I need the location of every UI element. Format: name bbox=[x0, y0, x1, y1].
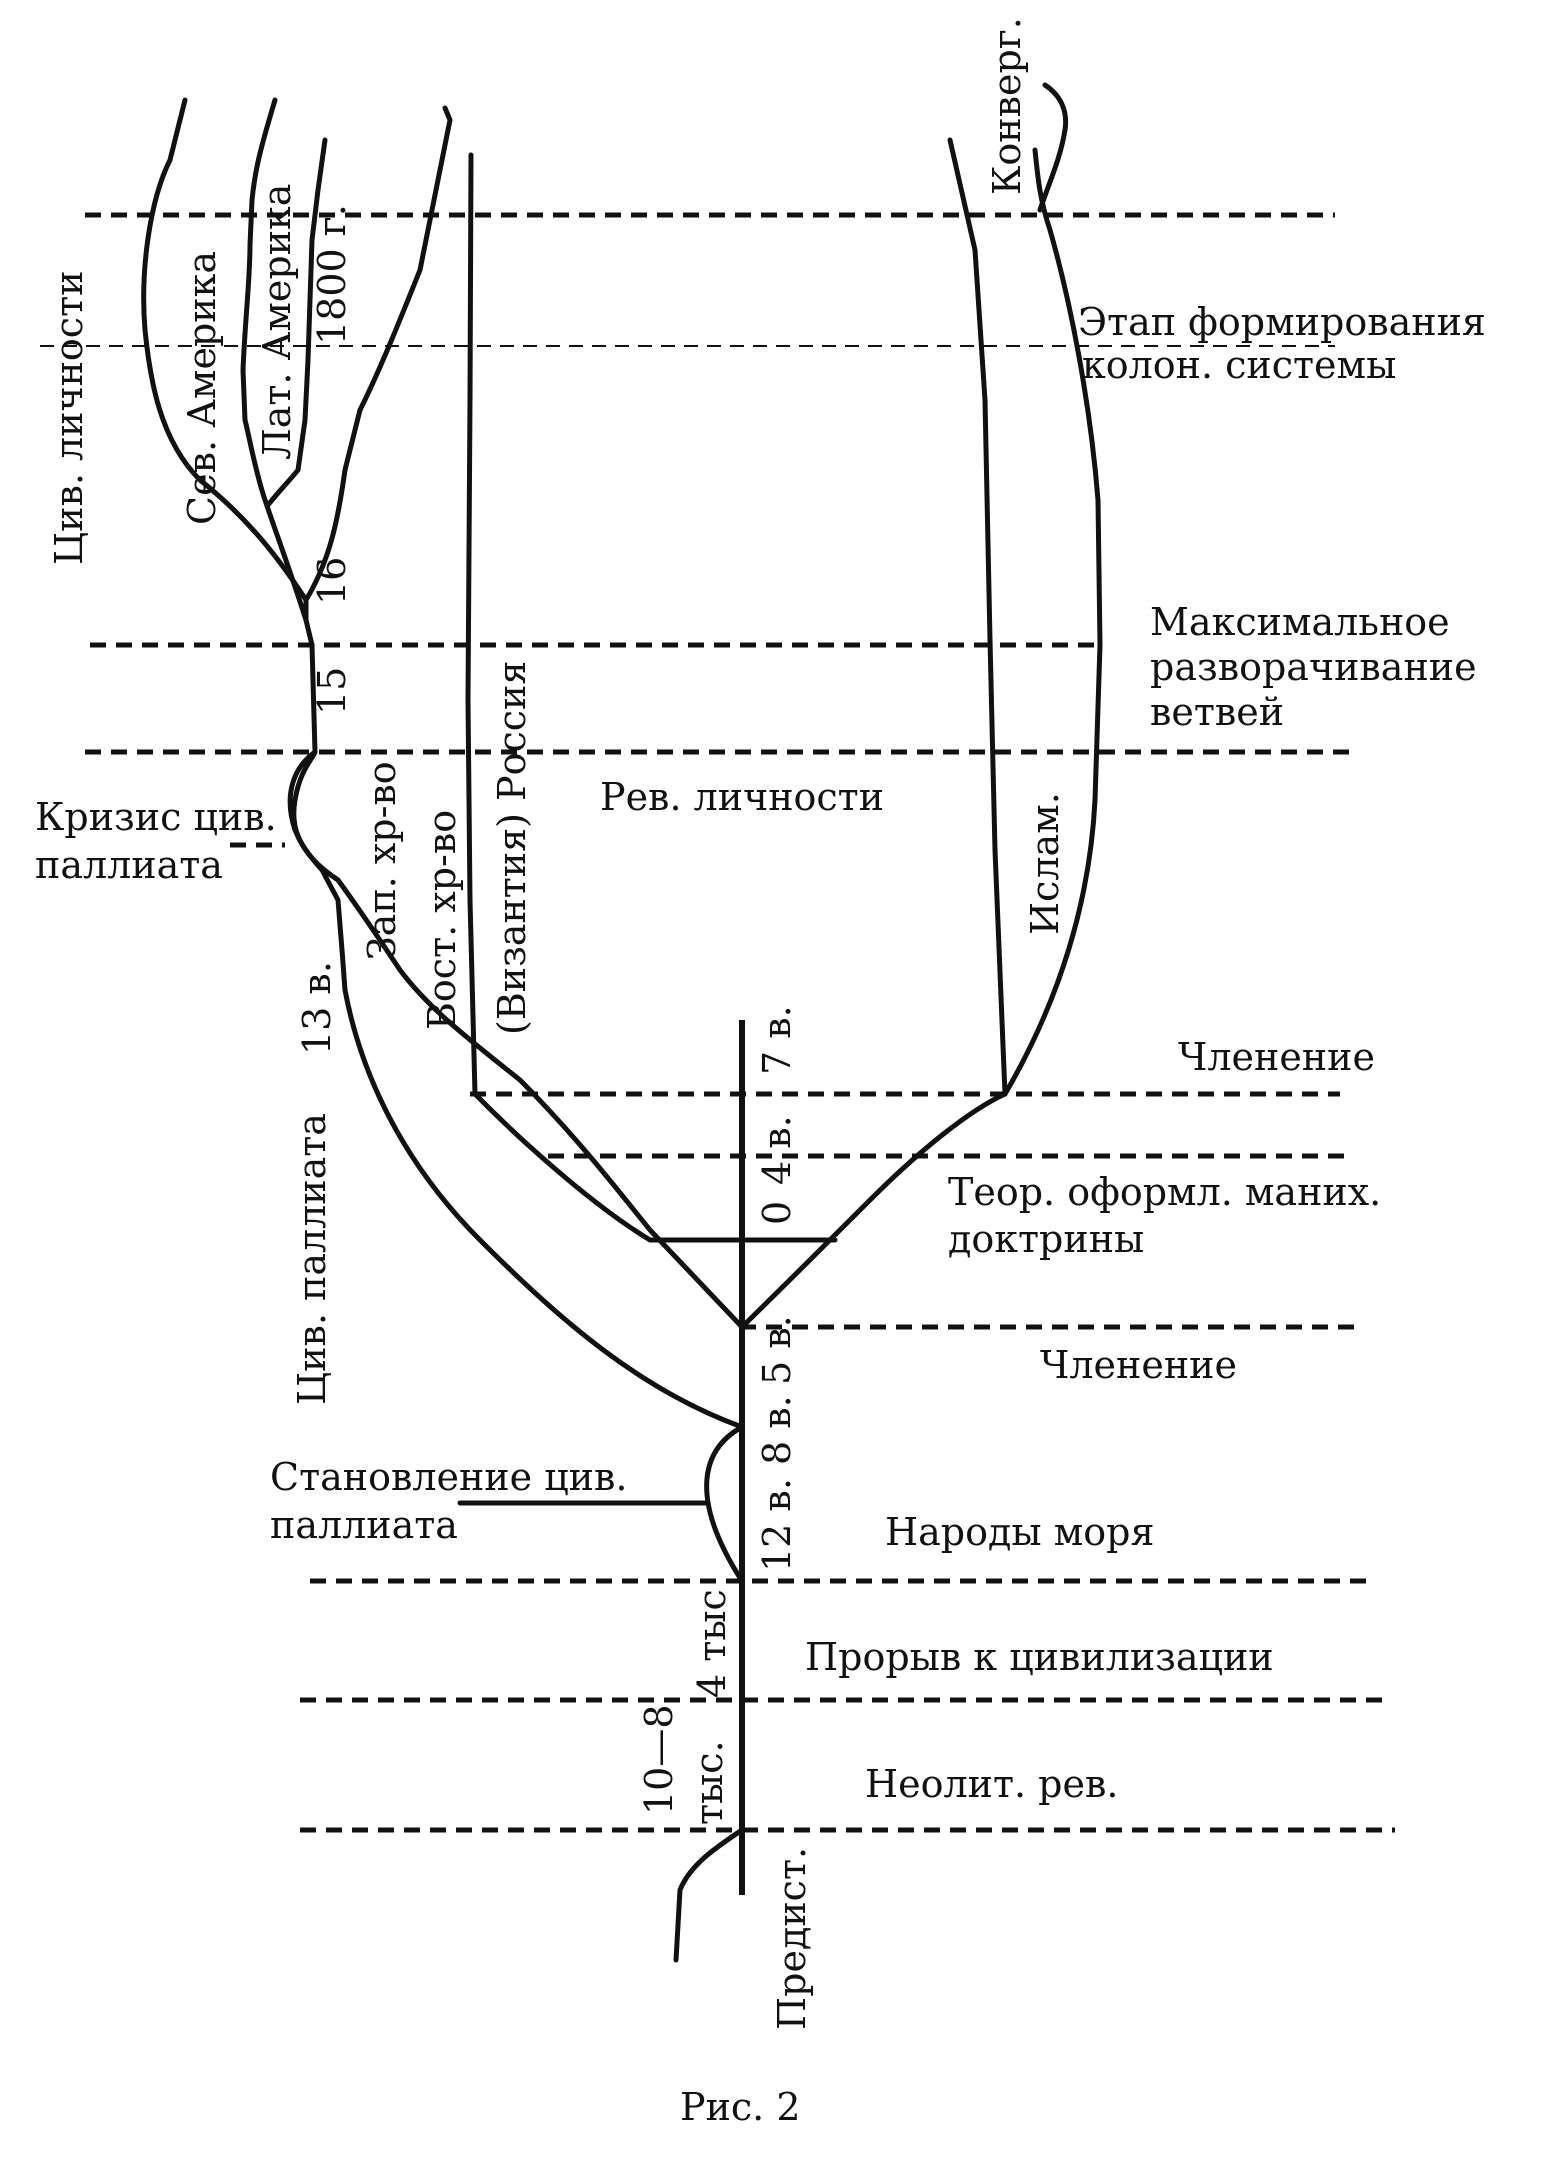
label-prehistory: Предист. bbox=[770, 1847, 814, 2030]
label-four-thousand: 4 тыс bbox=[690, 1589, 734, 1698]
label-sea-peoples: Народы моря bbox=[885, 1510, 1154, 1554]
epoch-lines bbox=[40, 212, 1395, 1833]
label-byzantium-russia: (Византия) Россия bbox=[490, 661, 534, 1035]
east-christianity-branch bbox=[465, 152, 478, 1097]
labels: Цив. личности Сев. Америка Лат. Америка … bbox=[35, 17, 1486, 2129]
label-breakthrough: Прорыв к цивилизации bbox=[805, 1635, 1274, 1679]
west-christianity-branch bbox=[335, 877, 745, 1330]
north-america-branch bbox=[240, 97, 309, 623]
east-to-center bbox=[472, 1091, 653, 1243]
palliate-formation-arc bbox=[704, 1424, 745, 1584]
label-century-4: 4 в. bbox=[755, 1115, 799, 1185]
label-colonial-stage-2: колон. системы bbox=[1082, 343, 1396, 387]
convergence-hook bbox=[1037, 82, 1069, 213]
label-century-8: 8 в. bbox=[755, 1395, 799, 1465]
islam-right-branch bbox=[1002, 147, 1103, 1097]
prehistory-root bbox=[673, 1827, 745, 1963]
year-1800-branch bbox=[303, 105, 453, 603]
label-civ-personality: Цив. личности bbox=[47, 271, 91, 565]
label-thousand: тыс. bbox=[687, 1740, 731, 1825]
palliate-branch bbox=[339, 947, 745, 1430]
label-north-america: Сев. Америка bbox=[180, 251, 224, 525]
label-century-5: 5 в. bbox=[755, 1315, 799, 1385]
branches bbox=[141, 82, 1103, 1584]
label-west-christianity: Зап. хр-во bbox=[360, 761, 404, 960]
label-konverg: Конверг. bbox=[985, 17, 1029, 195]
label-islam: Ислам. bbox=[1023, 792, 1067, 935]
label-century-16: 16 bbox=[310, 557, 354, 605]
civ-personality-branch bbox=[141, 97, 309, 623]
label-colonial-stage-1: Этап формирования bbox=[1078, 300, 1486, 344]
islam-left-branch bbox=[947, 137, 1008, 1097]
label-formation-1: Становление цив. bbox=[270, 1455, 627, 1499]
label-latin-america: Лат. Америка bbox=[255, 184, 299, 460]
label-max-unfold-2: разворачивание bbox=[1150, 645, 1477, 689]
label-division-lower: Членение bbox=[1040, 1343, 1237, 1387]
label-century-13: 13 в. bbox=[295, 961, 339, 1055]
label-century-15: 15 bbox=[310, 667, 354, 715]
label-formation-2: паллиата bbox=[270, 1503, 458, 1547]
figure-caption: Рис. 2 bbox=[680, 2085, 801, 2129]
label-zero: 0 bbox=[755, 1201, 799, 1225]
label-rev-personality: Рев. личности bbox=[600, 775, 884, 819]
label-century-7: 7 в. bbox=[755, 1005, 799, 1075]
label-neolithic: Неолит. рев. bbox=[865, 1762, 1118, 1806]
label-max-unfold-3: ветвей bbox=[1150, 690, 1284, 734]
central-trunk bbox=[673, 1020, 745, 1963]
crisis-arc bbox=[287, 749, 341, 883]
label-crisis-1: Кризис цив. bbox=[35, 795, 277, 839]
islam-branch bbox=[739, 1091, 1008, 1330]
label-max-unfold-1: Максимальное bbox=[1150, 600, 1450, 644]
label-theor-1: Теор. оформл. маних. bbox=[948, 1170, 1381, 1214]
label-range-10-8: 10—8 bbox=[637, 1704, 681, 1815]
label-east-christianity: Вост. хр-во bbox=[420, 810, 464, 1030]
label-theor-2: доктрины bbox=[948, 1217, 1144, 1261]
label-year-1800: 1800 г. bbox=[310, 204, 354, 345]
label-crisis-2: паллиата bbox=[35, 843, 223, 887]
label-division-upper: Членение bbox=[1178, 1035, 1375, 1079]
label-century-12: 12 в. bbox=[755, 1478, 799, 1572]
latin-america-branch bbox=[265, 137, 328, 508]
label-civ-palliate: Цив. паллиата bbox=[290, 1113, 334, 1405]
